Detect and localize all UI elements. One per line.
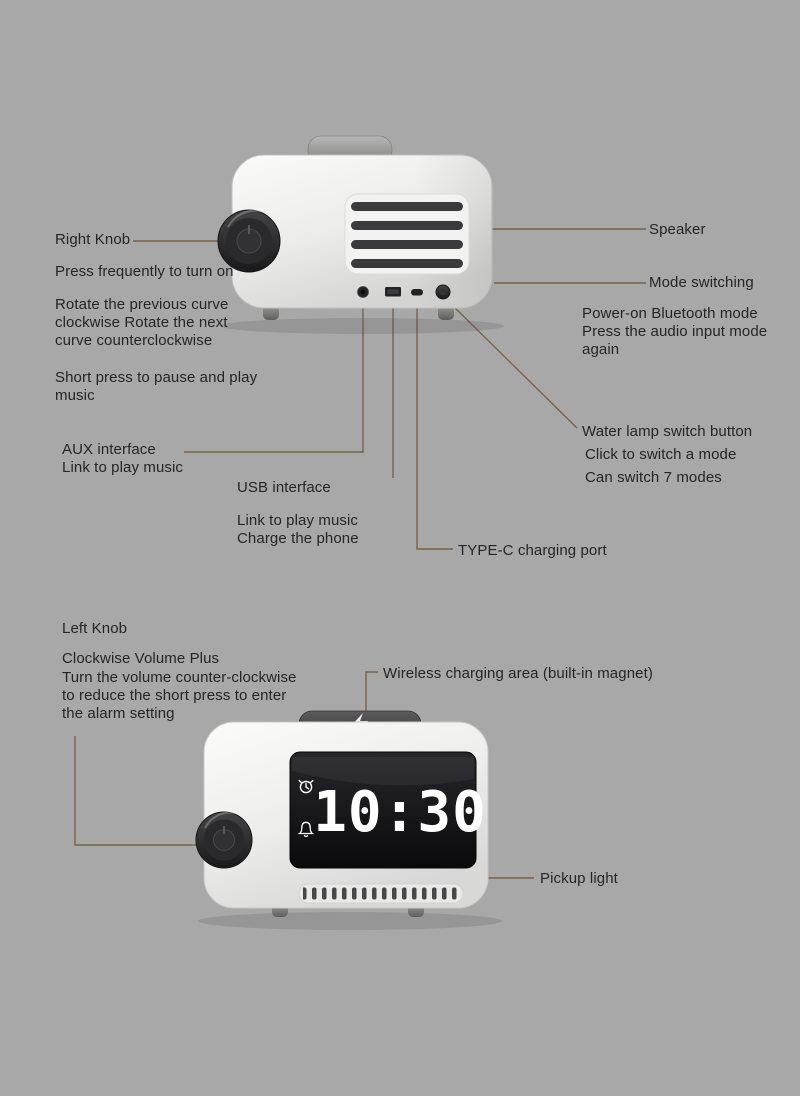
clock-display: 10:30 xyxy=(289,751,487,869)
bell-icon xyxy=(297,821,315,838)
callout-right-knob-title: Right Knob xyxy=(55,231,131,248)
alarm-clock-render: 10:30 xyxy=(195,710,502,930)
retro-speaker-render xyxy=(217,135,504,334)
callout-left-knob-desc: Turn the volume counter-clockwise to red… xyxy=(62,669,297,722)
callout-aux-title: AUX interface xyxy=(62,441,156,458)
callout-mode-title: Mode switching xyxy=(649,274,754,291)
type-c-port xyxy=(411,289,423,296)
callout-water-desc-click: Click to switch a mode xyxy=(585,446,737,463)
callout-wireless-title: Wireless charging area (built-in magnet) xyxy=(383,665,653,682)
callout-mode-desc: Power-on Bluetooth mode Press the audio … xyxy=(582,305,768,358)
speaker-foot-left xyxy=(263,305,279,320)
callout-typec-title: TYPE-C charging port xyxy=(458,542,607,559)
callout-aux-desc: Link to play music xyxy=(62,459,184,476)
callout-water-desc-modes: Can switch 7 modes xyxy=(585,469,722,486)
usb-port xyxy=(385,287,401,297)
callout-usb-desc-play: Link to play music xyxy=(237,512,359,529)
callout-right-knob-power: Press frequently to turn on xyxy=(55,263,234,280)
callout-right-knob-rotate: Rotate the previous curve clockwise Rota… xyxy=(55,296,229,349)
speaker-shadow xyxy=(220,318,504,334)
callout-usb-title: USB interface xyxy=(237,479,331,496)
right-knob-part xyxy=(217,209,281,273)
clock-shadow xyxy=(198,912,502,930)
callout-left-knob-title: Left Knob xyxy=(62,620,128,637)
speaker-grille xyxy=(344,193,470,275)
clock-time: 10:30 xyxy=(313,780,487,845)
speaker-foot-right xyxy=(438,305,454,320)
left-knob-part xyxy=(195,811,253,869)
callout-usb-desc-charge: Charge the phone xyxy=(237,530,359,547)
callout-speaker-title: Speaker xyxy=(649,221,706,238)
callout-right-knob-play: Short press to pause and play music xyxy=(55,369,258,404)
callout-water-title: Water lamp switch button xyxy=(582,423,753,440)
callout-pickup-title: Pickup light xyxy=(540,870,618,887)
mode-light-button xyxy=(435,284,451,300)
alarm-clock-icon xyxy=(298,779,314,794)
callout-left-knob-sub: Clockwise Volume Plus xyxy=(62,650,220,667)
pickup-light-grille xyxy=(298,883,464,904)
aux-port xyxy=(357,286,369,298)
